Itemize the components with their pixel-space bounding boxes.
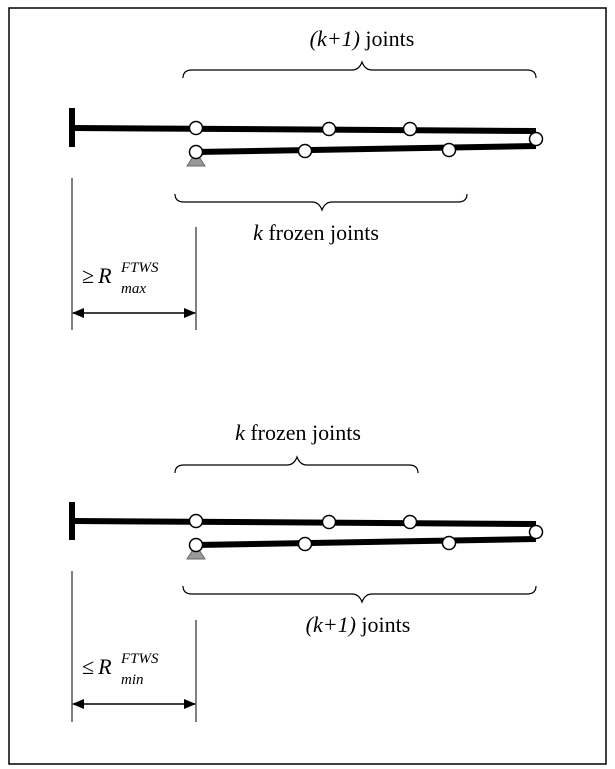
top-distance-superscript: FTWS [120, 260, 159, 276]
bottom-distance-label: ≤R [82, 654, 112, 679]
top-panel: (k+1) joints k frozen joints ≥R FTWS max [69, 26, 544, 330]
top-distance-subscript: max [121, 281, 146, 297]
bottom-distance-superscript: FTWS [120, 651, 159, 667]
bottom-upper-link [71, 518, 537, 527]
top-upper-brace-label: (k+1) joints [310, 26, 415, 51]
top-joint [441, 142, 457, 158]
bottom-lower-brace-label: (k+1) joints [306, 612, 411, 637]
bottom-joint [321, 514, 337, 530]
bottom-joint [441, 535, 457, 551]
bottom-distance-subscript: min [121, 672, 144, 688]
top-end-joint [528, 131, 544, 147]
bottom-joint [188, 513, 204, 529]
top-joint [188, 144, 204, 160]
top-joint [402, 121, 418, 137]
top-joint [297, 143, 313, 159]
bottom-end-joint [528, 524, 544, 540]
top-distance-label: ≥R [82, 263, 112, 288]
top-lower-brace-label: k frozen joints [253, 220, 379, 245]
top-lower-link [195, 143, 537, 155]
bottom-upper-brace [174, 455, 419, 474]
bottom-joint [402, 514, 418, 530]
bottom-lower-brace [182, 585, 537, 604]
top-joint [188, 120, 204, 136]
top-upper-brace [182, 60, 537, 79]
bottom-joint [188, 537, 204, 553]
figure-border [8, 7, 607, 765]
bottom-panel: k frozen joints (k+1) joints ≤R FTWS min [69, 420, 544, 722]
top-joint [321, 121, 337, 137]
top-upper-link [71, 125, 537, 134]
top-lower-brace [174, 193, 468, 212]
bottom-lower-link [195, 536, 537, 548]
bottom-joint [297, 536, 313, 552]
bottom-upper-brace-label: k frozen joints [235, 420, 361, 445]
